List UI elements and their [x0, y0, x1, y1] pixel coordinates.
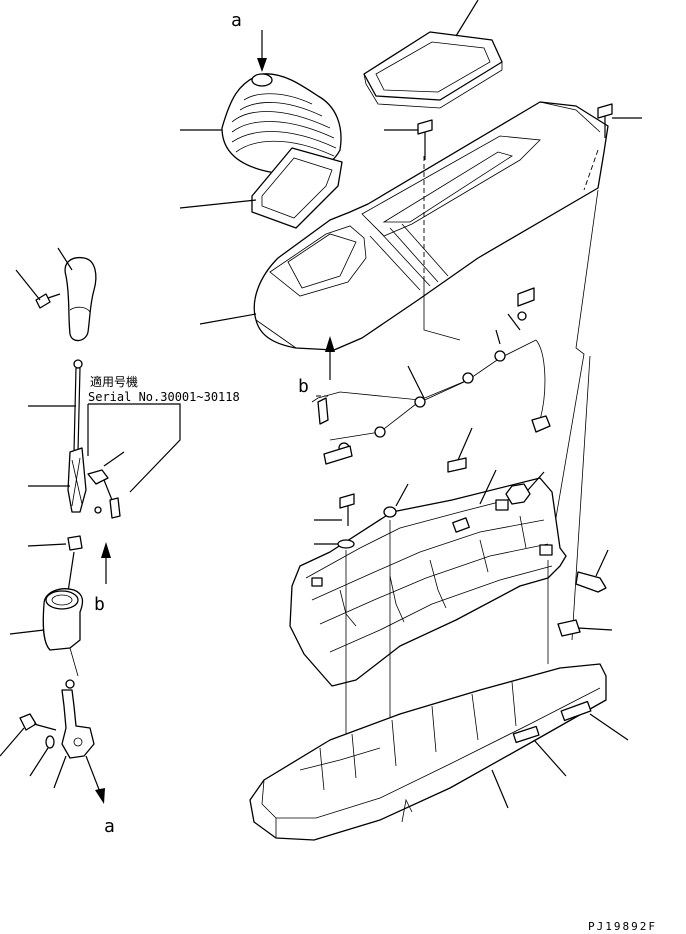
shift-rod: [67, 359, 87, 513]
shift-knob: [64, 256, 97, 342]
harness-screw: [507, 287, 535, 331]
view-a-label-bottom: a: [104, 816, 115, 837]
side-clip: [557, 619, 581, 637]
view-a-label-top: a: [231, 10, 242, 31]
view-b-label-left: b: [94, 594, 105, 615]
serial-note-line2: Serial No.30001~30118: [88, 390, 240, 404]
side-bolt: [575, 571, 607, 593]
lever-washer: [45, 735, 55, 749]
serial-note-line1: 適用号機: [90, 374, 138, 389]
rod-clamp: [87, 469, 121, 519]
base-tray: [249, 663, 607, 841]
frame-bolt: [339, 493, 355, 526]
drawing-number: PJ19892F: [588, 920, 657, 933]
view-b-label-right: b: [298, 376, 309, 397]
bolt-upper-right: [597, 103, 613, 138]
bolt-upper-middle: [417, 119, 433, 160]
upper-console: [253, 101, 609, 351]
lever-bolt: [19, 713, 57, 731]
console-lid: [363, 31, 503, 109]
rod-nut: [67, 535, 83, 551]
wire-harness: [311, 339, 551, 473]
shift-boot: [221, 73, 342, 175]
lever-arm: [61, 679, 95, 759]
lower-frame: [289, 477, 567, 687]
frame-clip: [383, 506, 397, 518]
knob-screw: [35, 293, 61, 309]
frame-nut: [505, 483, 531, 505]
boot-frame: [251, 147, 343, 229]
lever-housing: [42, 588, 84, 651]
frame-washer: [337, 539, 355, 549]
